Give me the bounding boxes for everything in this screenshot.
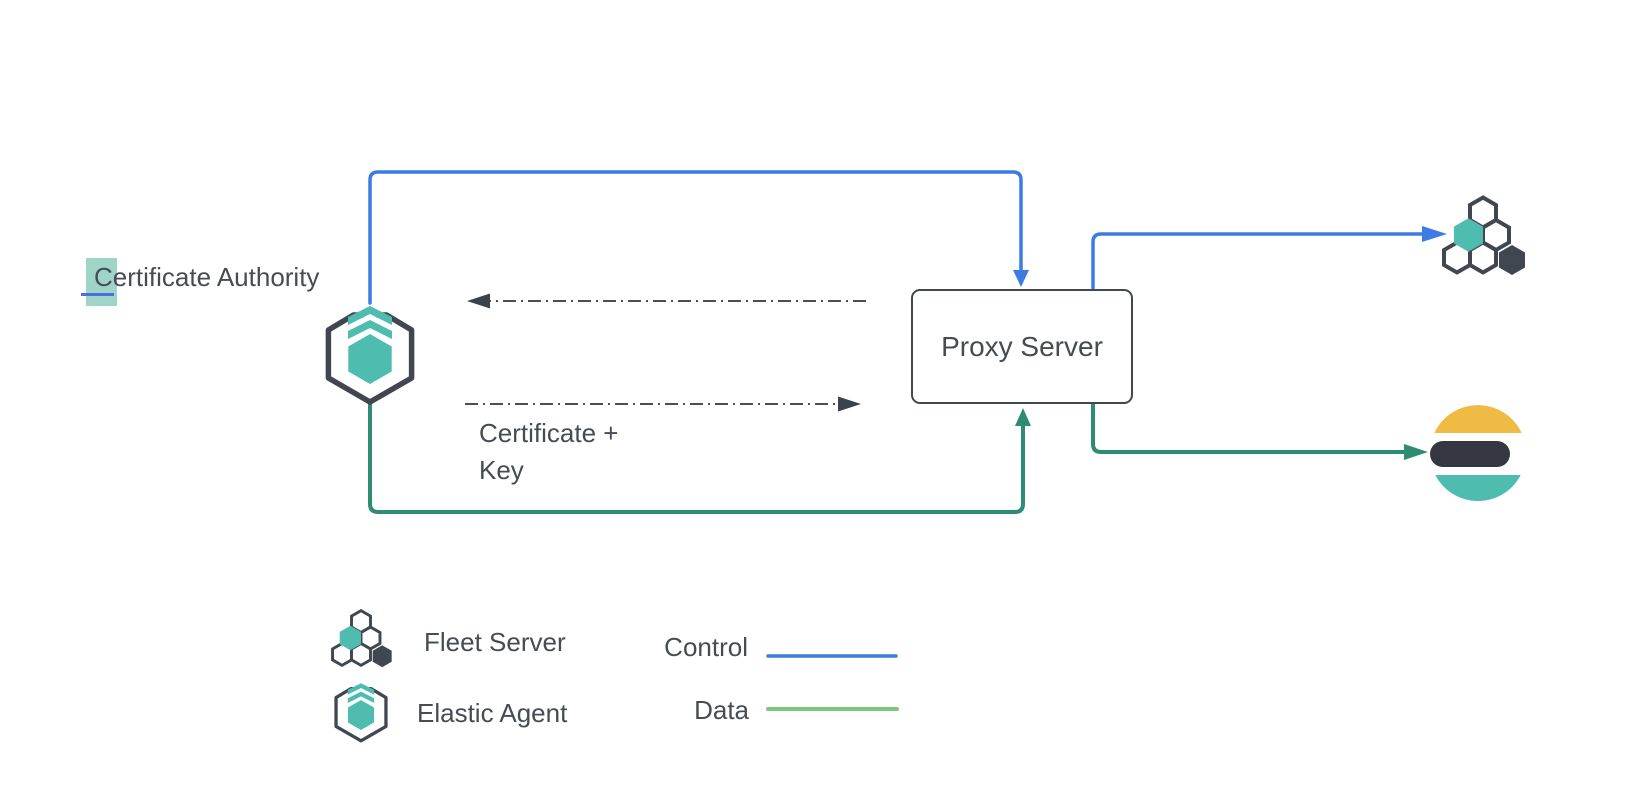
data-line[interactable]: [368, 400, 1025, 514]
legend-fleet-server-label: Fleet Server: [424, 627, 566, 657]
certificate-key-label[interactable]: Certificate + Key: [479, 418, 619, 485]
certificate-authority-label[interactable]: Certificate Authority: [81, 258, 320, 306]
arrowhead-left-icon: [467, 293, 490, 309]
elasticsearch-logo[interactable]: [1430, 405, 1522, 502]
fleet-server-icon[interactable]: [1444, 198, 1525, 276]
elastic-agent-icon[interactable]: [328, 306, 411, 402]
legend-fleet-server-icon: [333, 611, 392, 668]
data-connector-proxy-to-elasticsearch[interactable]: [1091, 403, 1428, 460]
legend-control-label: Control: [664, 632, 748, 662]
control-line[interactable]: [368, 170, 1023, 305]
certificate-exchange-arrow-left[interactable]: [467, 293, 866, 309]
control-line[interactable]: [1091, 232, 1424, 290]
certificate-exchange-arrow-right[interactable]: [465, 396, 861, 412]
arrowhead-right-icon: [1404, 444, 1428, 460]
proxy-server-node[interactable]: Proxy Server: [911, 289, 1133, 404]
proxy-server-label: Proxy Server: [941, 330, 1103, 362]
data-line[interactable]: [1091, 403, 1406, 454]
text-cursor-underline: [81, 293, 114, 296]
legend-elastic-agent-icon: [334, 681, 388, 743]
selected-character-highlight: C: [86, 258, 117, 306]
data-connector-agent-to-proxy[interactable]: [368, 400, 1031, 514]
arrowhead-down-icon: [1013, 270, 1029, 287]
legend-elastic-agent-label: Elastic Agent: [417, 698, 568, 728]
arrowhead-up-icon: [1015, 408, 1031, 426]
legend-data-label: Data: [694, 695, 749, 725]
arrowhead-right-icon: [838, 396, 861, 412]
control-connector-proxy-to-fleet[interactable]: [1091, 226, 1447, 290]
control-connector-agent-to-proxy[interactable]: [368, 170, 1029, 305]
certificate-authority-text: ertificate Authority: [112, 262, 320, 292]
arrowhead-right-icon: [1422, 226, 1447, 242]
